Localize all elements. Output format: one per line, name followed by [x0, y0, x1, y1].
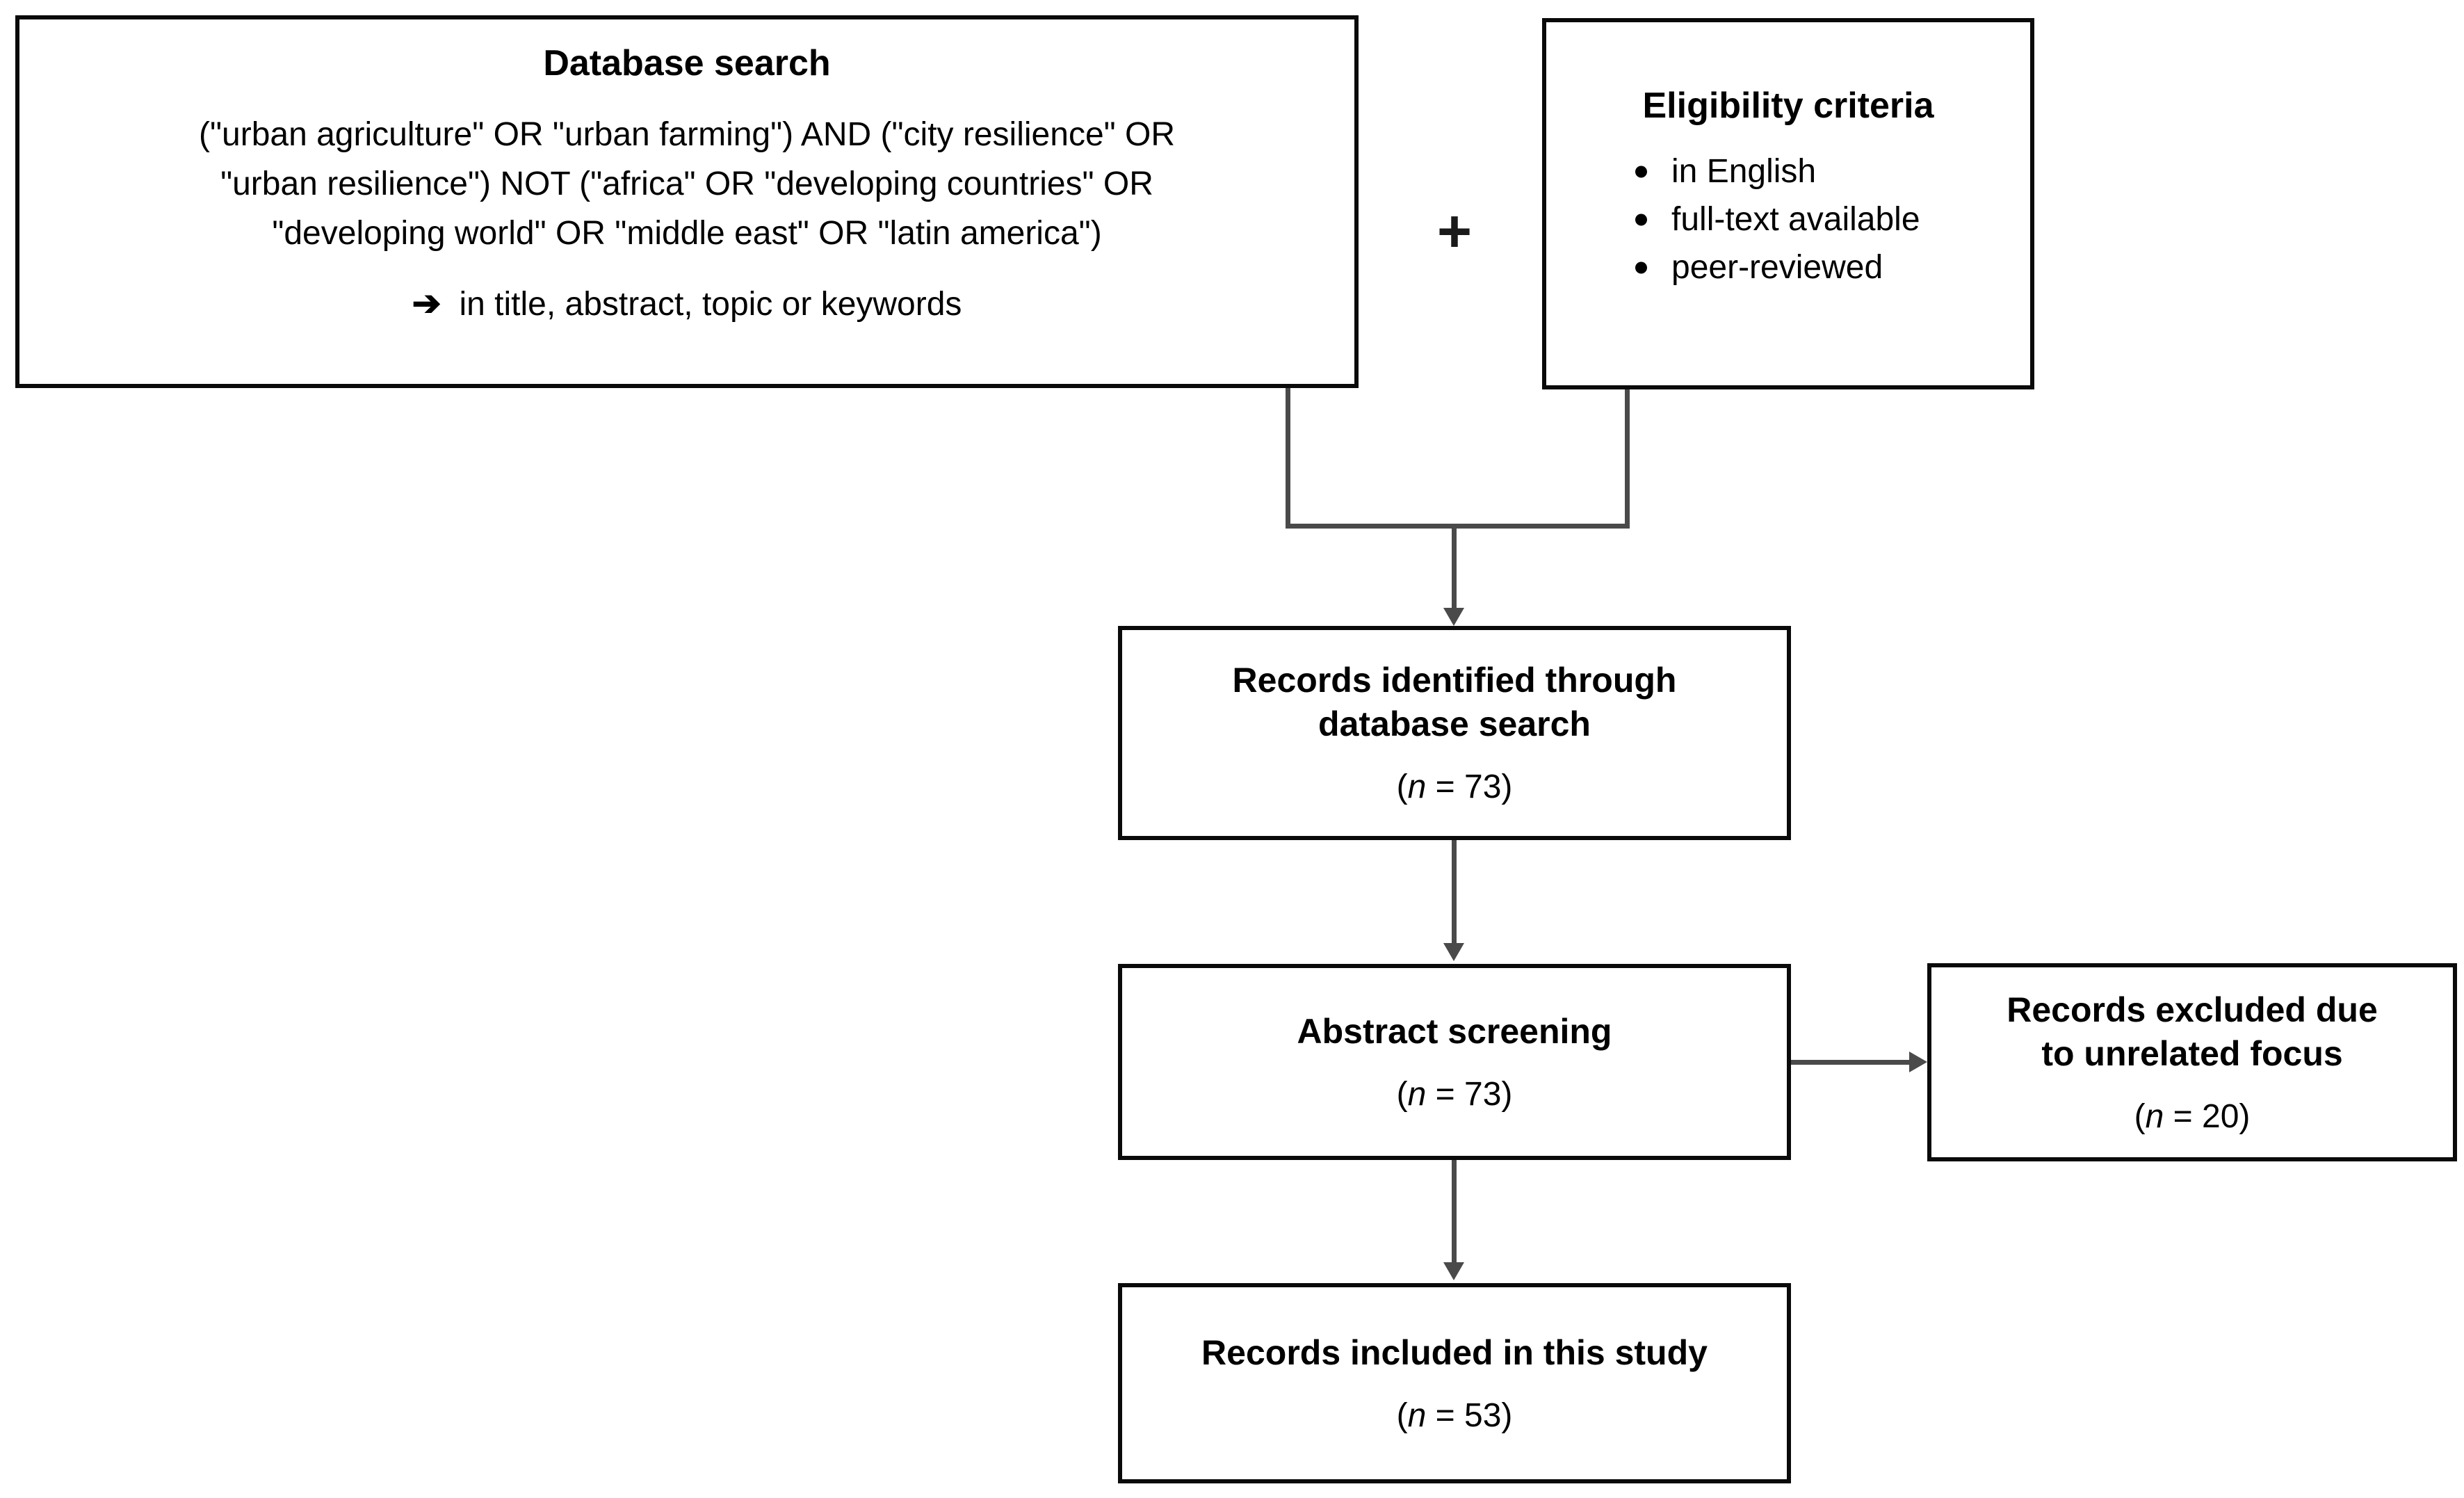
records-identified-count: (n = 73) — [1122, 767, 1787, 807]
query-line-2: "urban resilience") NOT ("africa" OR "de… — [220, 165, 1153, 202]
records-excluded-box: Records excluded due to unrelated focus … — [1927, 963, 2457, 1161]
records-excluded-title: Records excluded due to unrelated focus — [1931, 988, 2453, 1076]
count-symbol: n — [1407, 1075, 1427, 1113]
count-suffix: ) — [2239, 1097, 2251, 1135]
database-search-scope: ➔ in title, abstract, topic or keywords — [412, 284, 962, 325]
count-prefix: ( — [1396, 1075, 1408, 1113]
count-prefix: ( — [1396, 768, 1408, 806]
count-suffix: ) — [1501, 1396, 1513, 1434]
database-search-query: ("urban agriculture" OR "urban farming")… — [38, 110, 1336, 258]
connector-db-to-merge — [1286, 388, 1290, 526]
count-value: 20 — [2202, 1097, 2239, 1135]
count-suffix: ) — [1501, 1075, 1513, 1113]
count-prefix: ( — [2134, 1097, 2146, 1135]
records-identified-title: Records identified through database sear… — [1122, 659, 1787, 746]
arrowhead-down-icon — [1443, 943, 1464, 961]
arrowhead-down-icon — [1443, 608, 1464, 626]
count-prefix: ( — [1396, 1396, 1408, 1434]
count-value: 53 — [1464, 1396, 1502, 1434]
list-item: in English — [1631, 147, 1920, 195]
records-excluded-count: (n = 20) — [1931, 1097, 2453, 1137]
records-excluded-title-line-2: to unrelated focus — [2041, 1033, 2343, 1073]
records-included-title-line-1: Records included in this study — [1201, 1332, 1708, 1372]
list-item: full-text available — [1631, 195, 1920, 243]
abstract-screening-title-line-1: Abstract screening — [1297, 1011, 1612, 1051]
count-equals: = — [1426, 1075, 1464, 1113]
arrowhead-right-icon — [1909, 1052, 1927, 1072]
count-value: 73 — [1464, 768, 1502, 806]
abstract-screening-count: (n = 73) — [1122, 1074, 1787, 1115]
count-equals: = — [1426, 1396, 1464, 1434]
arrowhead-down-icon — [1443, 1262, 1464, 1280]
connector-merge-to-records-identified — [1452, 524, 1457, 609]
connector-screening-to-included — [1452, 1160, 1457, 1264]
abstract-screening-box: Abstract screening (n = 73) — [1118, 964, 1791, 1160]
records-excluded-title-line-1: Records excluded due — [2007, 990, 2378, 1029]
count-value: 73 — [1464, 1075, 1502, 1113]
eligibility-criteria-list: in English full-text available peer-revi… — [1546, 147, 1920, 291]
count-symbol: n — [1407, 768, 1427, 806]
connector-identified-to-screening — [1452, 840, 1457, 944]
right-arrow-icon: ➔ — [412, 283, 441, 323]
connector-screening-to-excluded — [1791, 1060, 1911, 1065]
records-identified-box: Records identified through database sear… — [1118, 626, 1791, 840]
count-equals: = — [1426, 768, 1464, 806]
count-suffix: ) — [1501, 768, 1513, 806]
database-search-box: Database search ("urban agriculture" OR … — [15, 15, 1359, 388]
connector-eligibility-to-merge — [1625, 389, 1630, 526]
connector-merge-bar — [1286, 524, 1630, 529]
query-line-1: ("urban agriculture" OR "urban farming")… — [198, 115, 1176, 153]
abstract-screening-title: Abstract screening — [1122, 1010, 1787, 1054]
records-identified-title-line-1: Records identified through — [1232, 661, 1677, 700]
list-item: peer-reviewed — [1631, 243, 1920, 291]
plus-icon: + — [1436, 198, 1473, 265]
records-included-count: (n = 53) — [1122, 1396, 1787, 1436]
records-included-title: Records included in this study — [1122, 1331, 1787, 1375]
eligibility-criteria-title: Eligibility criteria — [1642, 86, 1934, 126]
records-identified-title-line-2: database search — [1318, 704, 1591, 744]
count-symbol: n — [2145, 1097, 2164, 1135]
records-included-box: Records included in this study (n = 53) — [1118, 1283, 1791, 1483]
count-symbol: n — [1407, 1396, 1427, 1434]
count-equals: = — [2164, 1097, 2202, 1135]
eligibility-criteria-box: Eligibility criteria in English full-tex… — [1542, 18, 2034, 389]
database-search-scope-label: in title, abstract, topic or keywords — [459, 285, 962, 323]
database-search-title: Database search — [543, 43, 831, 83]
query-line-3: "developing world" OR "middle east" OR "… — [272, 214, 1102, 252]
